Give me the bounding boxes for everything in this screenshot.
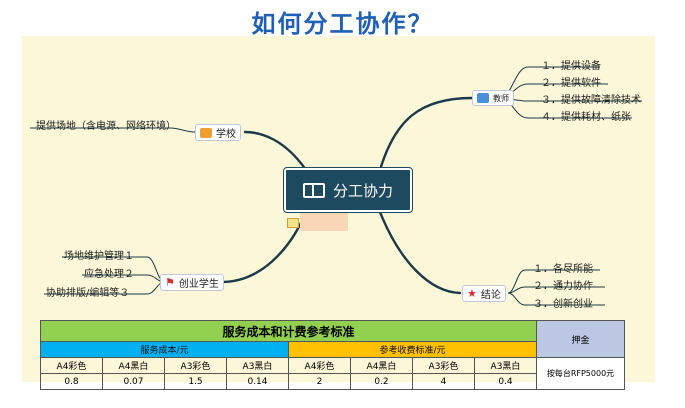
center-topic-label: 分工协力 bbox=[332, 181, 393, 200]
student-item-1: 场地维护管理１ bbox=[64, 251, 134, 262]
table-title: 服务成本和计费参考标准 bbox=[40, 320, 537, 342]
conclusion-item-1: １．各尽所能 bbox=[533, 264, 593, 275]
col-header: A4黑白 bbox=[350, 357, 413, 374]
table-cell: 4 bbox=[412, 373, 475, 390]
cost-table: 服务成本和计费参考标准 押金 服务成本/元 参考收费标准/元 A4彩色 A4黑白… bbox=[40, 320, 625, 390]
center-topic-node: 分工协力 bbox=[283, 167, 413, 213]
table-cell: 0.07 bbox=[102, 373, 165, 390]
center-sub-placeholder bbox=[300, 213, 348, 231]
conclusion-item-3: ３．创新创业 bbox=[533, 299, 593, 310]
teacher-item-4: ４．提供耗材、纸张 bbox=[541, 112, 631, 123]
branch-teacher-label: 教师 bbox=[493, 93, 509, 103]
student-item-2: 应急处理２ bbox=[84, 269, 134, 280]
conclusion-item-2: ２．通力协作 bbox=[533, 281, 593, 292]
branch-student-label: 创业学生 bbox=[178, 279, 219, 290]
branch-student-node: ⚑ 创业学生 bbox=[160, 274, 224, 291]
table-cell: 2 bbox=[288, 373, 351, 390]
table-cell: 0.14 bbox=[226, 373, 289, 390]
table-cell: 1.5 bbox=[164, 373, 227, 390]
table-cell: 0.4 bbox=[474, 373, 537, 390]
col-header: A4彩色 bbox=[40, 357, 103, 374]
school-item-1: 提供场地（含电源、网络环境） bbox=[36, 121, 176, 132]
fee-group-header: 参考收费标准/元 bbox=[288, 341, 537, 358]
page-title: 如何分工协作？ bbox=[251, 10, 434, 38]
branch-conclusion-node: ★ 结论 bbox=[462, 285, 506, 302]
note-icon bbox=[287, 218, 299, 228]
book-icon bbox=[302, 182, 325, 198]
teacher-item-3: ３．提供故障清除技术 bbox=[541, 95, 641, 106]
deposit-header: 押金 bbox=[536, 320, 625, 358]
star-icon: ★ bbox=[467, 287, 477, 300]
branch-teacher-node: 教师 bbox=[472, 90, 514, 106]
col-header: A4黑白 bbox=[102, 357, 165, 374]
col-header: A3彩色 bbox=[164, 357, 227, 374]
branch-conclusion-label: 结论 bbox=[480, 290, 501, 301]
school-icon bbox=[200, 127, 212, 138]
col-header: A4彩色 bbox=[288, 357, 351, 374]
table-cell: 0.8 bbox=[40, 373, 103, 390]
teacher-item-2: ２．提供软件 bbox=[541, 78, 601, 89]
deposit-value: 按每台RFP5000元 bbox=[536, 357, 625, 390]
flag-icon: ⚑ bbox=[165, 276, 175, 289]
col-header: A3黑白 bbox=[474, 357, 537, 374]
table-cell: 0.2 bbox=[350, 373, 413, 390]
cost-group-header: 服务成本/元 bbox=[40, 341, 289, 358]
teacher-icon bbox=[477, 93, 489, 103]
branch-school-node: 学校 bbox=[195, 124, 241, 141]
col-header: A3黑白 bbox=[226, 357, 289, 374]
student-item-3: 协助排版/编辑等３ bbox=[46, 288, 130, 299]
branch-school-label: 学校 bbox=[216, 129, 236, 140]
col-header: A3彩色 bbox=[412, 357, 475, 374]
teacher-item-1: １．提供设备 bbox=[541, 61, 601, 72]
